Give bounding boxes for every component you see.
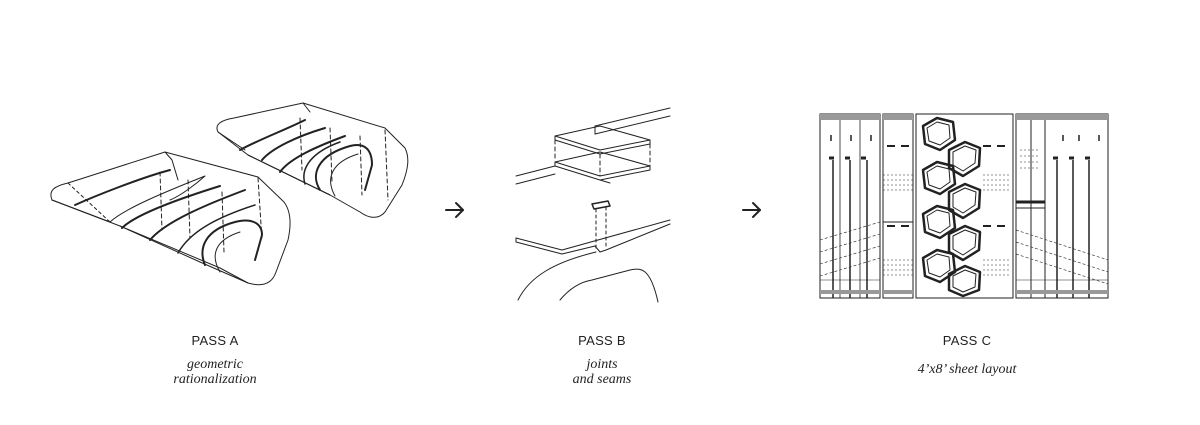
pass-b-drawing (515, 107, 671, 303)
arrow-right-icon (445, 202, 464, 218)
pass-a-drawing (50, 102, 409, 286)
pass-a-subtitle: geometric rationalization (105, 357, 325, 387)
pass-c-panel: PASS C 4’x8’ sheet layout (815, 0, 1115, 425)
pass-c-title: PASS C (942, 333, 992, 348)
pass-b-subtitle: joints and seams (492, 357, 712, 387)
pass-b-subtitle-line1: joints (586, 357, 618, 372)
pass-c-subtitle-line1: 4’x8’ sheet layout (917, 362, 1017, 377)
pass-c-subtitle: 4’x8’ sheet layout (857, 357, 1077, 377)
pass-a-title: PASS A (191, 333, 239, 348)
pass-c-drawing (819, 113, 1109, 299)
pass-a-panel: PASS A geometric rationalization (0, 0, 420, 425)
arrow-right-icon (742, 202, 761, 218)
pass-b-panel: PASS B joints and seams (500, 0, 700, 425)
pass-a-subtitle-line1: geometric (187, 357, 243, 372)
pass-a-subtitle-line2: rationalization (173, 372, 257, 387)
pass-b-title: PASS B (578, 333, 626, 348)
pass-b-subtitle-line2: and seams (572, 372, 632, 387)
